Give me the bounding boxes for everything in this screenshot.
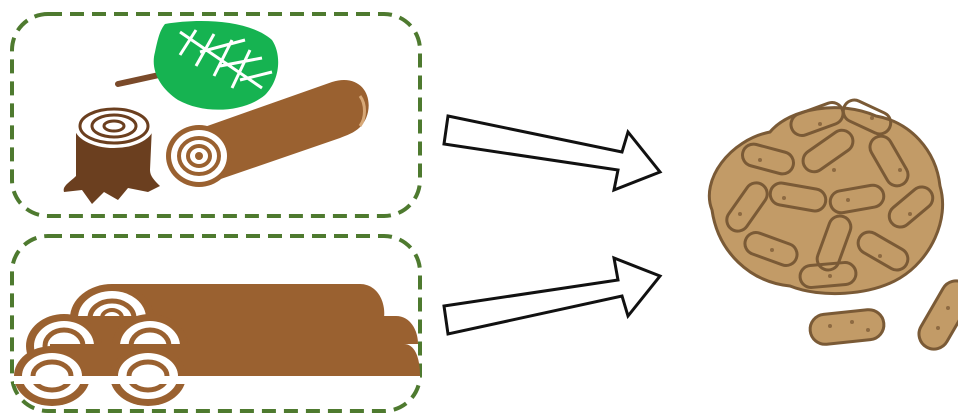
cut-log-icon <box>166 80 369 187</box>
panel-dashed-frame <box>10 234 422 413</box>
arrow-upper <box>442 114 663 193</box>
log-pile-icon <box>14 284 420 406</box>
loose-pellet-icon <box>808 308 886 346</box>
leaf-branch-icon <box>115 21 279 110</box>
wood-pellet-pile-icon <box>707 98 945 295</box>
loose-pellet-icon <box>917 279 958 351</box>
forest-residue-panel <box>10 12 422 218</box>
stacked-logs-panel <box>10 234 422 413</box>
arrow-lower <box>442 255 663 336</box>
panel-dashed-frame <box>10 12 422 218</box>
tree-stump-icon <box>63 104 160 204</box>
